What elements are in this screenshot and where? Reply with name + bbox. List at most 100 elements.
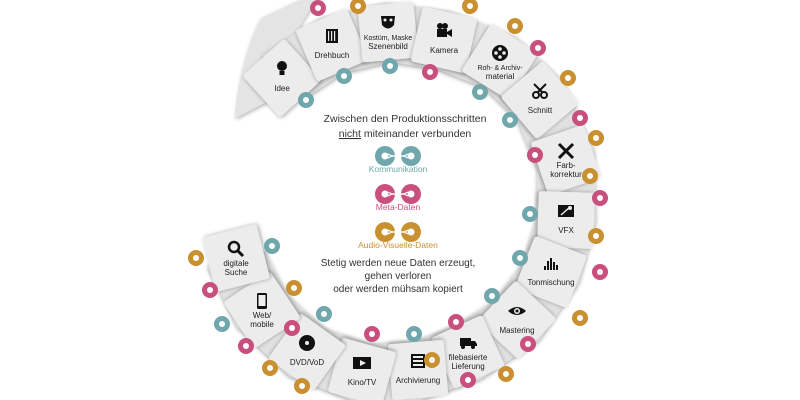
stage-label: Drehbuch (315, 51, 350, 60)
stage-label: digitale (223, 259, 249, 268)
stage-tile (202, 224, 270, 292)
stage-label: Lieferung (451, 362, 484, 371)
stage-label: Kamera (430, 46, 459, 55)
data-connector-disc (582, 168, 598, 184)
tools-icon (557, 142, 575, 160)
stage-tile (462, 24, 538, 100)
stage-archiv: Archivierung (387, 339, 449, 400)
stage-kamera: Kamera (411, 7, 477, 73)
book-icon (326, 29, 338, 43)
theater-mask-icon (381, 16, 395, 29)
film-reel-icon (492, 45, 508, 61)
data-connector-disc (522, 206, 538, 222)
data-connector-disc (560, 70, 576, 86)
data-connector-disc (298, 92, 314, 108)
stage-label: mobile (250, 320, 274, 329)
data-connector-disc (264, 238, 280, 254)
stage-tile (411, 7, 477, 73)
magnifier-icon (227, 240, 245, 258)
stage-label: material (486, 72, 515, 81)
data-connector-disc (588, 228, 604, 244)
play-screen-icon (353, 357, 371, 369)
data-connector-disc (336, 68, 352, 84)
stage-label: Web/ (253, 311, 272, 320)
footer-line-2: gehen verloren (365, 271, 432, 282)
data-connector-disc (498, 366, 514, 382)
stage-tile (387, 339, 449, 400)
stage-label: DVD/VoD (290, 358, 324, 367)
stage-tile (296, 9, 368, 81)
equalizer-icon (544, 258, 558, 270)
legend-item-1: Meta-Daten (375, 184, 421, 212)
stage-label: Roh- & Archiv- (477, 65, 523, 72)
stage-label: Suche (225, 268, 248, 277)
stage-label: Szenenbild (368, 42, 408, 51)
legend-label: Meta-Daten (376, 202, 421, 212)
data-connector-disc (592, 264, 608, 280)
legend: KommunikationMeta-DatenAudio-Visuelle-Da… (358, 146, 438, 250)
center-heading-line2: nicht miteinander verbunden (339, 128, 472, 140)
data-connector-disc (520, 336, 536, 352)
data-connector-disc (214, 316, 230, 332)
stage-label: korrektur (550, 170, 582, 179)
data-connector-disc (422, 64, 438, 80)
lightbulb-icon (277, 61, 287, 75)
tablet-icon (257, 293, 267, 309)
stage-drehbuch: Drehbuch (296, 9, 368, 81)
data-connector-disc (316, 306, 332, 322)
data-connector-disc (484, 288, 500, 304)
footer-line-3: oder werden mühsam kopiert (333, 284, 463, 295)
data-connector-disc (382, 58, 398, 74)
data-connector-disc (462, 0, 478, 14)
data-connector-disc (502, 112, 518, 128)
delivery-truck-icon (460, 338, 477, 349)
legend-item-2: Audio-Visuelle-Daten (358, 222, 438, 250)
archive-film-icon (411, 354, 425, 368)
data-connectors (188, 0, 608, 394)
stage-web: Web/mobile (224, 272, 300, 348)
data-connector-disc (294, 378, 310, 394)
vfx-icon (558, 205, 574, 217)
stage-tile (431, 315, 505, 389)
data-connector-disc (286, 280, 302, 296)
data-connector-disc (406, 326, 422, 342)
center-heading: Zwischen den Produktionsschritten (324, 113, 487, 125)
stage-vfx: VFX (537, 191, 595, 249)
data-connector-disc (507, 18, 523, 34)
scissors-icon (532, 83, 548, 99)
stage-label: VFX (558, 226, 574, 235)
stage-label: Kostüm, Maske (364, 35, 412, 42)
data-connector-disc (310, 0, 326, 16)
stage-tile (328, 338, 396, 400)
data-connector-disc (472, 84, 488, 100)
heading-rest: miteinander verbunden (361, 128, 471, 140)
data-connector-disc (202, 282, 218, 298)
stage-tile (537, 191, 595, 249)
stage-roh: Roh- & Archiv-material (462, 24, 538, 100)
data-connector-disc (460, 372, 476, 388)
legend-label: Kommunikation (369, 164, 428, 174)
disc-icon (299, 335, 315, 351)
eye-icon (508, 307, 526, 315)
stage-kino: Kino/TV (328, 338, 396, 400)
stage-label: Kino/TV (348, 378, 377, 387)
stage-label: filebasierte (449, 353, 488, 362)
legend-label: Audio-Visuelle-Daten (358, 240, 438, 250)
stage-label: Tonmischung (527, 278, 574, 287)
data-connector-disc (364, 326, 380, 342)
stage-schnitt: Schnitt (501, 61, 579, 139)
data-connector-disc (512, 250, 528, 266)
data-connector-disc (572, 110, 588, 126)
stage-label: Idee (274, 84, 290, 93)
data-connector-disc (448, 314, 464, 330)
film-camera-icon (437, 23, 452, 37)
legend-item-0: Kommunikation (369, 146, 428, 174)
data-connector-disc (350, 0, 366, 14)
data-connector-disc (530, 40, 546, 56)
stage-label: Mastering (499, 326, 534, 335)
stage-ton: Tonmischung (515, 236, 587, 308)
